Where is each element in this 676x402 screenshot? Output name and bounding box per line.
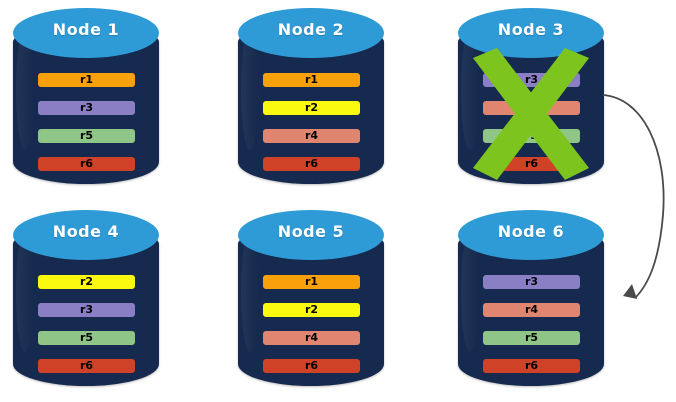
replica-bar[interactable]: r4 <box>262 330 361 346</box>
node-4-replica-list: r2 r3 r5 r6 <box>37 274 136 374</box>
transfer-arrow-path <box>602 94 665 299</box>
node-6-replica-list: r3 r4 r5 r6 <box>482 274 581 374</box>
node-3[interactable]: Node 3 r3 r4 r5 r6 <box>458 8 604 184</box>
replica-bar[interactable]: r1 <box>37 72 136 88</box>
replica-bar[interactable]: r5 <box>37 330 136 346</box>
node-1-replica-list: r1 r3 r5 r6 <box>37 72 136 172</box>
replica-bar[interactable]: r6 <box>482 358 581 374</box>
node-2-title: Node 2 <box>277 20 345 39</box>
node-2-replica-list: r1 r2 r4 r6 <box>262 72 361 172</box>
node-3-title: Node 3 <box>497 20 565 39</box>
replica-bar[interactable]: r2 <box>37 274 136 290</box>
node-5-title: Node 5 <box>277 222 345 241</box>
replica-bar[interactable]: r6 <box>482 156 581 172</box>
node-3-replica-list: r3 r4 r5 r6 <box>482 72 581 172</box>
replica-bar[interactable]: r2 <box>262 302 361 318</box>
node-5-cylinder-top <box>238 210 384 260</box>
replica-bar[interactable]: r6 <box>37 156 136 172</box>
replica-bar[interactable]: r5 <box>482 128 581 144</box>
replica-bar[interactable]: r3 <box>482 274 581 290</box>
replica-bar[interactable]: r2 <box>262 100 361 116</box>
replica-bar[interactable]: r3 <box>482 72 581 88</box>
replica-bar[interactable]: r6 <box>262 358 361 374</box>
node-2[interactable]: Node 2 r1 r2 r4 r6 <box>238 8 384 184</box>
replica-bar[interactable]: r4 <box>482 302 581 318</box>
replica-bar[interactable]: r4 <box>262 128 361 144</box>
replica-bar[interactable]: r5 <box>37 128 136 144</box>
node-1-title: Node 1 <box>52 20 120 39</box>
node-5-replica-list: r1 r2 r4 r6 <box>262 274 361 374</box>
replica-bar[interactable]: r3 <box>37 302 136 318</box>
node-4-title: Node 4 <box>52 222 120 241</box>
replica-bar[interactable]: r3 <box>37 100 136 116</box>
replica-bar[interactable]: r1 <box>262 274 361 290</box>
transfer-arrow-head <box>623 284 637 299</box>
node-6-title: Node 6 <box>497 222 565 241</box>
node-1[interactable]: Node 1 r1 r3 r5 r6 <box>13 8 159 184</box>
node-6[interactable]: Node 6 r3 r4 r5 r6 <box>458 210 604 386</box>
node-4[interactable]: Node 4 r2 r3 r5 r6 <box>13 210 159 386</box>
node-5[interactable]: Node 5 r1 r2 r4 r6 <box>238 210 384 386</box>
replica-bar[interactable]: r6 <box>37 358 136 374</box>
replica-bar[interactable]: r1 <box>262 72 361 88</box>
node-2-cylinder-top <box>238 8 384 58</box>
node-4-cylinder-top <box>13 210 159 260</box>
replica-bar[interactable]: r5 <box>482 330 581 346</box>
replica-bar[interactable]: r4 <box>482 100 581 116</box>
replica-bar[interactable]: r6 <box>262 156 361 172</box>
node-6-cylinder-top <box>458 210 604 260</box>
node-1-cylinder-top <box>13 8 159 58</box>
